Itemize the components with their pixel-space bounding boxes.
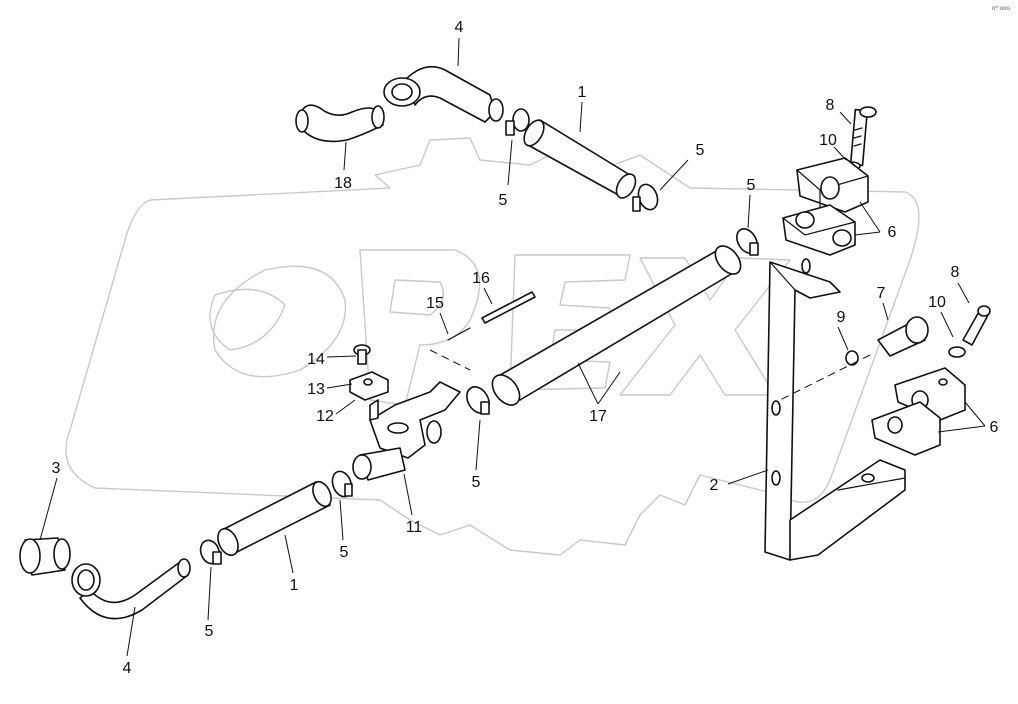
hose-clamp-5-top-left [505, 108, 530, 136]
callout-9: 9 [837, 309, 846, 326]
callout-3: 3 [52, 460, 61, 477]
callout-1-top: 1 [578, 84, 587, 101]
hose-1-top [523, 119, 637, 199]
assembly-axis-line [429, 349, 471, 371]
clamp-5-left-of-17 [466, 386, 490, 415]
hose-clamp-5-top-right [632, 183, 659, 212]
washer-10-right [948, 346, 966, 358]
clamp-5-near-valve [331, 470, 353, 498]
clamp-block-6-upper [796, 157, 869, 213]
callout-8-right: 8 [951, 264, 960, 281]
bolt-14 [353, 344, 371, 365]
callout-6-right: 6 [990, 419, 999, 436]
callout-7: 7 [877, 285, 886, 302]
bolt-8-top [849, 106, 877, 167]
clamp-5-upper-right [736, 228, 759, 256]
callout-labels: 4 1 5 5 5 8 10 18 6 7 8 9 10 6 16 15 14 … [52, 19, 999, 677]
callout-12: 12 [316, 408, 334, 425]
callout-10-right: 10 [928, 294, 946, 311]
callout-14: 14 [307, 351, 325, 368]
bolt-axis-line [779, 354, 871, 401]
hose-1-bottom [217, 480, 332, 557]
long-tube-17 [491, 245, 742, 406]
valve-body-11 [352, 381, 461, 481]
callout-16: 16 [472, 270, 490, 287]
callout-15: 15 [426, 295, 444, 312]
callout-6-top: 6 [888, 224, 897, 241]
pin-15 [447, 327, 471, 341]
bent-pipe-4-top [383, 65, 504, 123]
callout-2: 2 [710, 477, 719, 494]
callout-5-below-17: 5 [472, 474, 481, 491]
callout-18: 18 [334, 175, 352, 192]
corner-mark: o^ ooo [992, 6, 1010, 12]
callout-5-bottom-left: 5 [205, 623, 214, 640]
elbow-hose-18 [295, 104, 385, 143]
clamp-block-6-lower [782, 204, 856, 256]
callout-13: 13 [307, 381, 325, 398]
callout-10-top: 10 [819, 132, 837, 149]
nut-13 [349, 371, 389, 401]
washer-9 [845, 350, 859, 366]
rod-16 [481, 291, 536, 324]
callout-8-top: 8 [826, 97, 835, 114]
callout-17: 17 [589, 408, 607, 425]
callout-11: 11 [406, 519, 423, 536]
bracket-2 [764, 258, 906, 561]
callout-1-bottom: 1 [290, 577, 299, 594]
fitting-3 [19, 537, 71, 576]
clamp-block-6-right-lower [871, 401, 941, 456]
bolt-7 [877, 316, 929, 357]
callout-5-near-valve: 5 [340, 544, 349, 561]
bent-pipe-4-bottom [71, 558, 191, 620]
clamp-5-bottom-left [199, 539, 222, 565]
bolt-8-right [962, 305, 991, 346]
callout-5-top-left: 5 [499, 192, 508, 209]
leader-lines [39, 37, 986, 657]
callout-4-bottom: 4 [123, 660, 132, 677]
callout-4-top: 4 [455, 19, 464, 36]
callout-5-upper-right: 5 [747, 177, 756, 194]
callout-5-top-right: 5 [696, 142, 705, 159]
